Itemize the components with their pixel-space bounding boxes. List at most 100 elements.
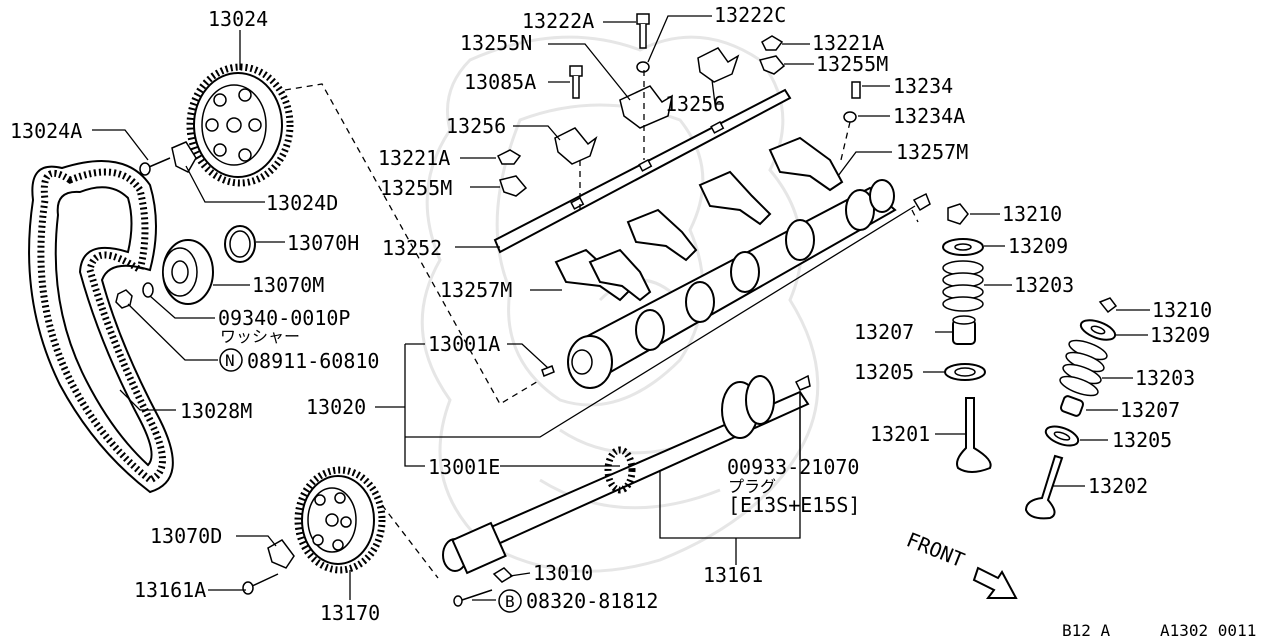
label-13207-right: 13207 bbox=[1120, 398, 1180, 422]
label-13210-right: 13210 bbox=[1152, 298, 1212, 322]
seal-13207-right bbox=[1059, 395, 1085, 417]
rocker-shaft-13252 bbox=[493, 88, 792, 254]
nut-08911 bbox=[115, 289, 133, 309]
label-13207-left: 13207 bbox=[854, 320, 914, 344]
label-13010: 13010 bbox=[533, 561, 593, 585]
marker-circle-n bbox=[219, 348, 243, 372]
label-13001A: 13001A bbox=[428, 332, 500, 356]
bolt-13024A bbox=[139, 157, 171, 176]
label-front: FRONT bbox=[903, 527, 968, 572]
bracket-13256-right bbox=[697, 47, 740, 83]
label-13257M-top: 13257M bbox=[896, 140, 968, 164]
clip-13221A-left bbox=[496, 149, 522, 165]
label-00933-spec: [E13S+E15S] bbox=[728, 493, 860, 517]
label-13024D: 13024D bbox=[266, 191, 338, 215]
label-13020: 13020 bbox=[306, 395, 366, 419]
front-arrow-icon bbox=[972, 566, 1018, 599]
label-13252: 13252 bbox=[382, 236, 442, 260]
label-13203-top: 13203 bbox=[1014, 273, 1074, 297]
footer-model: B12 A bbox=[1062, 621, 1111, 638]
label-13255N: 13255N bbox=[460, 31, 532, 55]
bolt-08320 bbox=[453, 589, 493, 607]
label-09340: 09340-0010P bbox=[218, 306, 350, 330]
nut-13234A bbox=[843, 111, 857, 123]
plug-00933 bbox=[794, 374, 811, 391]
label-13085A: 13085A bbox=[464, 70, 536, 94]
label-13222C: 13222C bbox=[714, 3, 786, 27]
label-08320: 08320-81812 bbox=[526, 589, 658, 613]
label-13234A: 13234A bbox=[893, 104, 965, 128]
label-13222A: 13222A bbox=[522, 9, 594, 33]
plate-13070D bbox=[267, 539, 295, 569]
retainer-13209-right bbox=[1079, 319, 1117, 341]
label-09340-note: ワッシャー bbox=[220, 327, 300, 346]
label-13024A: 13024A bbox=[10, 119, 82, 143]
adjust-screw-13234 bbox=[851, 81, 861, 99]
label-13203-right: 13203 bbox=[1135, 366, 1195, 390]
label-13257M-mid: 13257M bbox=[440, 278, 512, 302]
washer-13010 bbox=[492, 567, 514, 583]
seat-13205-right bbox=[1044, 425, 1080, 447]
bolt-13222A bbox=[636, 13, 650, 49]
label-13205-left: 13205 bbox=[854, 360, 914, 384]
jack-shaft-13161 bbox=[442, 375, 810, 575]
seal-13207-left bbox=[952, 315, 976, 345]
bolt-13161A bbox=[242, 573, 279, 595]
bolt-13085A bbox=[569, 65, 583, 99]
rocker-arms-13257M bbox=[554, 136, 844, 302]
label-13209-right: 13209 bbox=[1150, 323, 1210, 347]
plug-13001E-tip bbox=[912, 192, 931, 212]
bracket-13255N bbox=[619, 85, 674, 129]
label-13001E: 13001E bbox=[428, 455, 500, 479]
label-13205-right: 13205 bbox=[1112, 428, 1172, 452]
plate-13024D bbox=[171, 141, 197, 173]
leader-lines bbox=[92, 15, 1150, 601]
washer-09340 bbox=[142, 282, 154, 298]
camshaft-13001 bbox=[567, 179, 897, 389]
label-13070D: 13070D bbox=[150, 524, 222, 548]
label-13202: 13202 bbox=[1088, 474, 1148, 498]
label-13170: 13170 bbox=[320, 601, 380, 625]
retainer-13209-top bbox=[942, 238, 984, 256]
ring-13070H bbox=[224, 225, 256, 263]
timing-belt bbox=[28, 159, 174, 494]
label-13210-top: 13210 bbox=[1002, 202, 1062, 226]
label-13256-left: 13256 bbox=[446, 114, 506, 138]
bracket-13256-left bbox=[554, 127, 598, 165]
label-13255M-left: 13255M bbox=[380, 176, 452, 200]
label-08911: 08911-60810 bbox=[247, 349, 379, 373]
label-13070M: 13070M bbox=[252, 273, 324, 297]
jackshaft-sprocket-13170 bbox=[294, 466, 386, 574]
clip-13221A-top bbox=[761, 35, 784, 51]
dashed-alignment-lines bbox=[284, 70, 919, 579]
marker-b: B bbox=[505, 592, 515, 611]
clip-13255M-left bbox=[499, 175, 528, 197]
label-13221A-top: 13221A bbox=[812, 31, 884, 55]
label-13201: 13201 bbox=[870, 422, 930, 446]
label-13255M-top: 13255M bbox=[816, 52, 888, 76]
collet-13210-top bbox=[947, 203, 969, 225]
label-00933: 00933-21070 bbox=[727, 455, 859, 479]
washer-13222C bbox=[636, 61, 650, 73]
tensioner-pulley-13070M bbox=[162, 239, 214, 305]
spring-13203-top bbox=[942, 260, 984, 312]
label-00933-note: プラグ bbox=[728, 477, 776, 496]
label-13221A-left: 13221A bbox=[378, 146, 450, 170]
label-13028M: 13028M bbox=[180, 399, 252, 423]
label-13161: 13161 bbox=[703, 563, 763, 587]
marker-circle-b bbox=[498, 589, 522, 613]
label-13161A: 13161A bbox=[134, 578, 206, 602]
collet-13210-right bbox=[1098, 297, 1118, 314]
valve-13202 bbox=[1024, 454, 1064, 520]
label-13024: 13024 bbox=[208, 7, 268, 31]
label-13209-top: 13209 bbox=[1008, 234, 1068, 258]
camshaft-sprocket bbox=[186, 63, 294, 187]
footer-code: A1302 0011 bbox=[1160, 621, 1256, 638]
label-13070H: 13070H bbox=[287, 231, 359, 255]
pin-13001A bbox=[541, 365, 555, 377]
valve-13201 bbox=[956, 397, 992, 473]
seat-13205-left bbox=[944, 363, 986, 381]
label-13256-right: 13256 bbox=[665, 92, 725, 116]
label-13234: 13234 bbox=[893, 74, 953, 98]
